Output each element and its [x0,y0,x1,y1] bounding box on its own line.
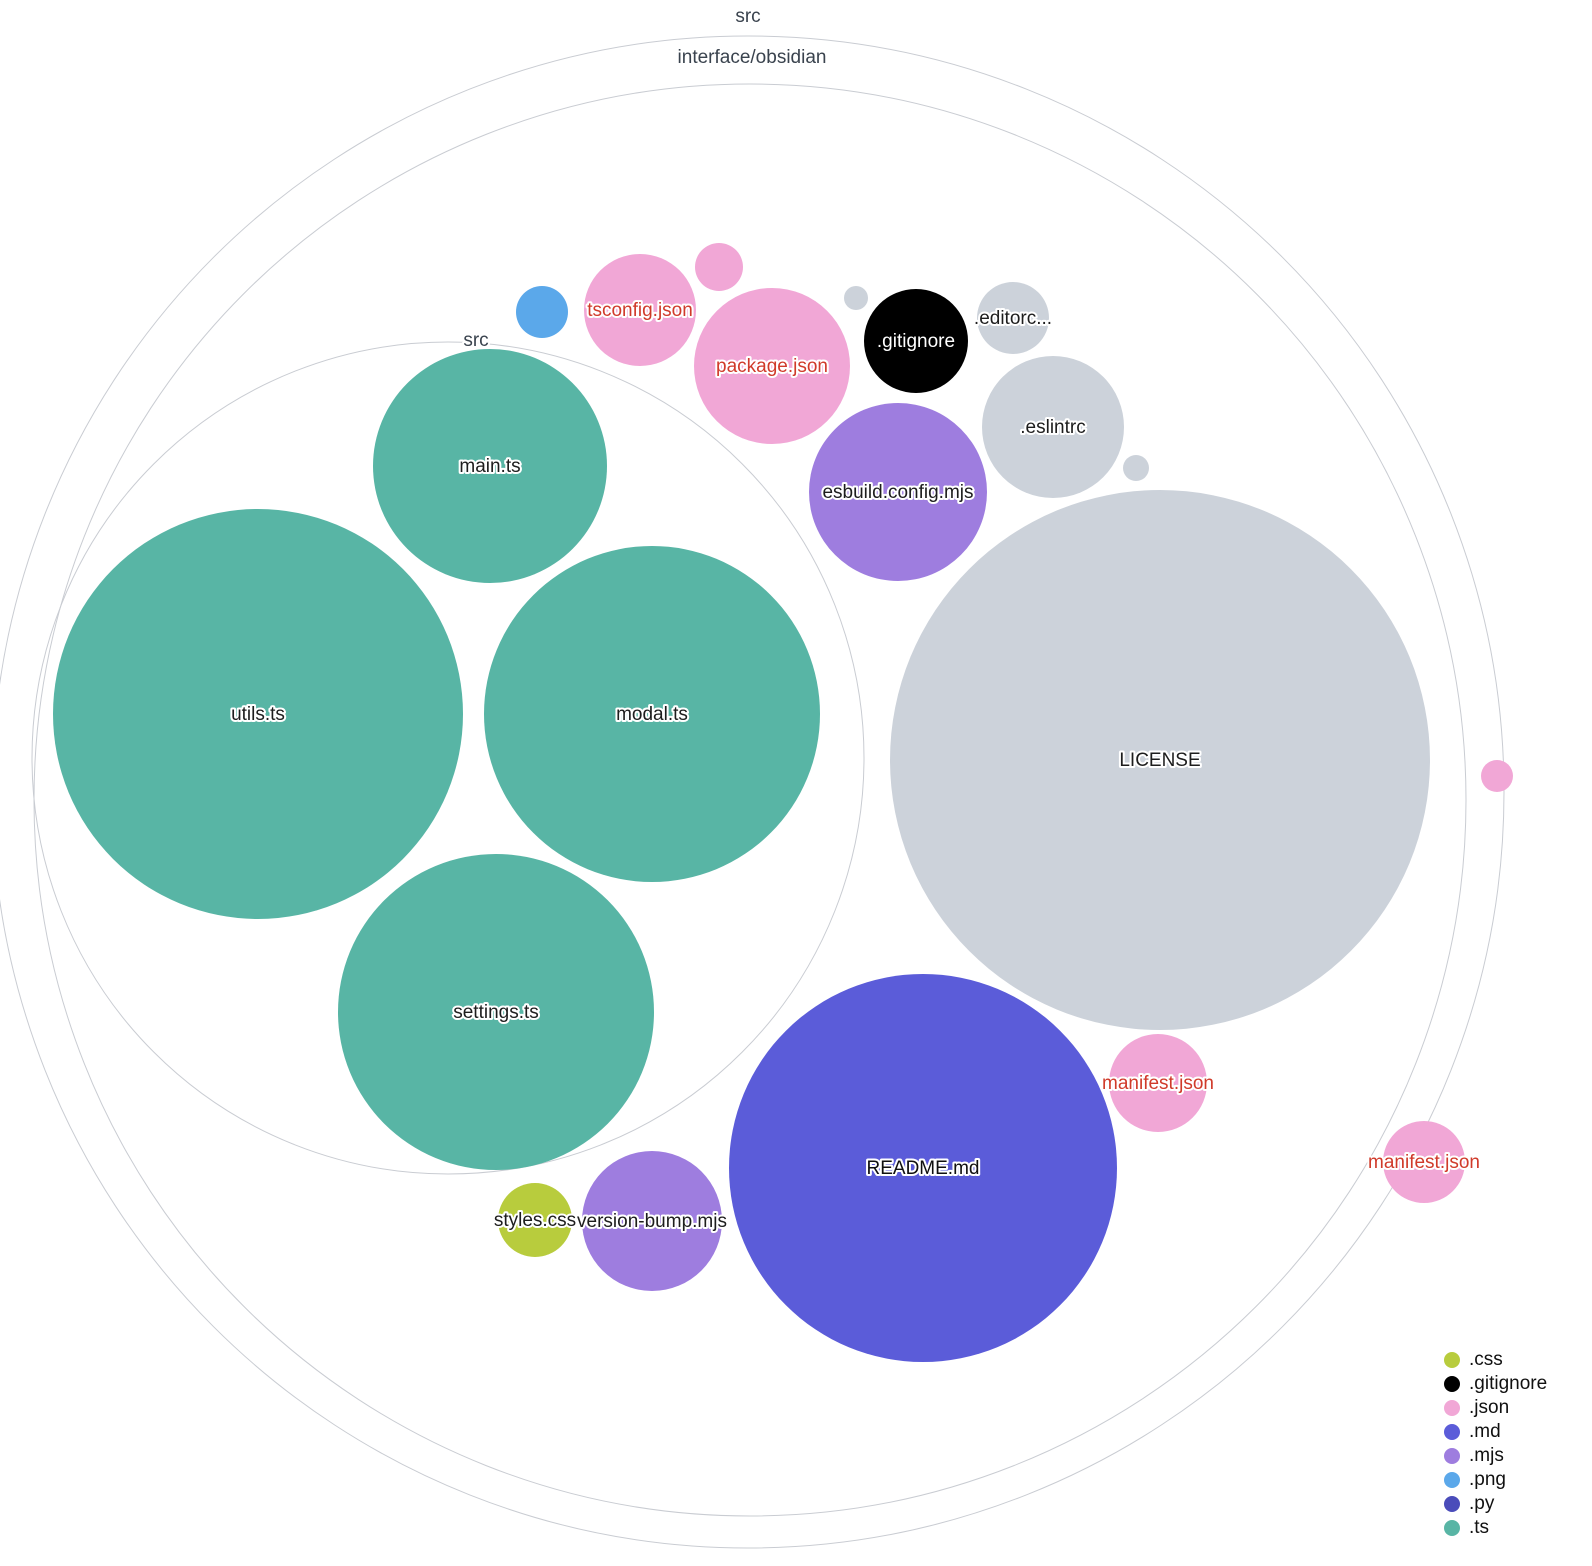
file-bubble-json-small-dot[interactable] [695,243,743,291]
file-bubble-gitignore[interactable] [864,289,968,393]
legend-item-py: .py [1444,1494,1547,1514]
file-bubble-png-file[interactable] [516,286,568,338]
legend-label-gitignore: .gitignore [1469,1373,1548,1394]
legend-item-json: .json [1444,1398,1547,1418]
folder-circle-src-root [0,35,1505,1549]
legend-swatch-py-icon [1444,1496,1460,1512]
file-label-settings-ts: settings.ts [453,1002,539,1023]
file-label-esbuild-config-mjs: esbuild.config.mjs [822,482,973,503]
folder-circle-src [31,341,865,1175]
legend: .css .gitignore .json .md .mjs .png .py .ts [1444,1350,1547,1538]
legend-item-gitignore: .gitignore [1444,1374,1547,1394]
legend-label-css: .css [1469,1349,1503,1370]
file-label-eslintrc: .eslintrc [1020,417,1085,438]
folder-label-interface-obsidian: interface/obsidian [678,47,827,68]
legend-swatch-md-icon [1444,1424,1460,1440]
file-bubble-utils-ts[interactable] [53,509,463,919]
file-label-license: LICENSE [1119,750,1200,771]
file-label-gitignore: .gitignore [877,331,955,352]
file-bubble-version-bump-mjs[interactable] [582,1151,722,1291]
file-bubble-eslintrc[interactable] [982,356,1124,498]
file-bubble-editorconfig[interactable] [977,282,1049,354]
legend-swatch-ts-icon [1444,1520,1460,1536]
legend-swatch-css-icon [1444,1352,1460,1368]
legend-swatch-gitignore-icon [1444,1376,1460,1392]
file-bubble-main-ts[interactable] [373,349,607,583]
file-label-utils-ts: utils.ts [231,704,285,725]
folder-label-src-root: src [735,6,760,27]
file-label-package-json: package.json [716,356,828,377]
file-label-editorconfig: .editorc... [974,308,1052,329]
file-bubble-manifest-json-2[interactable] [1383,1121,1465,1203]
file-bubble-modal-ts[interactable] [484,546,820,882]
file-label-styles-css: styles.css [494,1210,576,1231]
file-label-modal-ts: modal.ts [616,704,688,725]
legend-label-json: .json [1469,1397,1510,1418]
legend-swatch-png-icon [1444,1472,1460,1488]
file-bubble-license[interactable] [890,490,1430,1030]
file-label-main-ts: main.ts [459,456,520,477]
file-label-tsconfig-json: tsconfig.json [587,300,693,321]
file-label-version-bump-mjs: version-bump.mjs [577,1211,727,1232]
legend-swatch-json-icon [1444,1400,1460,1416]
legend-item-png: .png [1444,1470,1547,1490]
file-bubble-esbuild-config-mjs[interactable] [809,403,987,581]
file-bubble-tsconfig-json[interactable] [584,254,696,366]
file-bubble-settings-ts[interactable] [338,854,654,1170]
file-bubble-styles-css[interactable] [498,1183,572,1257]
legend-item-ts: .ts [1444,1518,1547,1538]
folder-label-src: src [463,330,488,351]
file-bubble-readme-md[interactable] [729,974,1117,1362]
file-bubble-package-json[interactable] [694,288,850,444]
file-label-manifest-json-2: manifest.json [1368,1152,1480,1173]
legend-item-mjs: .mjs [1444,1446,1547,1466]
file-label-readme-md: README.md [867,1158,980,1179]
file-bubble-gray-small-dot-1[interactable] [844,286,868,310]
file-bubble-json-dot-right[interactable] [1481,760,1513,792]
file-bubble-gray-small-dot-2[interactable] [1123,455,1149,481]
legend-swatch-mjs-icon [1444,1448,1460,1464]
legend-label-md: .md [1469,1421,1501,1442]
legend-item-css: .css [1444,1350,1547,1370]
legend-label-py: .py [1469,1493,1495,1514]
legend-label-mjs: .mjs [1469,1445,1504,1466]
file-label-manifest-json: manifest.json [1102,1073,1214,1094]
legend-label-ts: .ts [1469,1517,1490,1538]
legend-item-md: .md [1444,1422,1547,1442]
file-bubble-manifest-json[interactable] [1109,1034,1207,1132]
legend-label-png: .png [1469,1469,1506,1490]
